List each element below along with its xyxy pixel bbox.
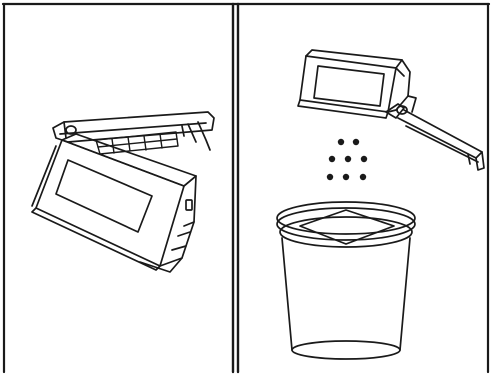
dust-bin-body — [32, 134, 196, 272]
dust-particle — [353, 139, 359, 145]
panel-divider — [233, 4, 238, 372]
dust-particle — [361, 156, 367, 162]
dust-bin-lid — [53, 112, 214, 150]
frame — [3, 4, 489, 372]
dust-particle — [345, 156, 351, 162]
falling-dust — [327, 139, 367, 180]
dust-particle — [360, 174, 366, 180]
dust-particle — [329, 156, 335, 162]
trash-can — [277, 202, 415, 359]
filter-grid — [96, 132, 178, 154]
open-lid — [386, 96, 484, 170]
dust-particle — [327, 174, 333, 180]
dust-particle — [338, 139, 344, 145]
right-panel — [277, 50, 484, 359]
dust-particle — [343, 174, 349, 180]
left-panel — [32, 112, 214, 272]
